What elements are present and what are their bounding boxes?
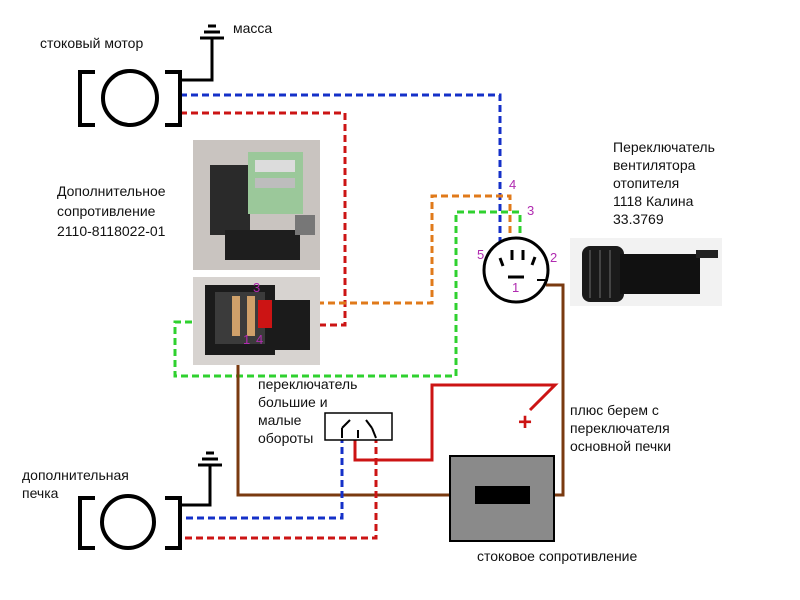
wire-orange (250, 194, 512, 305)
ground-icon (180, 24, 224, 82)
switch-photo (570, 238, 722, 306)
wire-blue-top (180, 93, 502, 262)
ground-icon (180, 451, 222, 507)
toggle-switch-icon (324, 412, 393, 441)
wire-red-top (180, 111, 347, 327)
switch-pin-4-label: 4 (509, 177, 516, 192)
resistor-pin-4-label: 4 (256, 332, 263, 347)
stock-resistor-label: стоковое сопротивление (477, 548, 637, 564)
ground-label: масса (233, 20, 272, 36)
stock-motor-label: стоковый мотор (40, 35, 143, 51)
wire-blue-bottom (180, 425, 344, 520)
switch-pin-1-label: 1 (512, 280, 519, 295)
switch-connector-icon (482, 236, 550, 304)
wire-red-plus (353, 383, 559, 462)
plus-sign: + (518, 409, 532, 436)
plus-note-label: плюс берем с переключателя основной печк… (570, 402, 674, 454)
switch-pin-2-label: 2 (550, 250, 557, 265)
switch-pin-5-label: 5 (477, 247, 484, 262)
wire-green (173, 210, 522, 378)
resistor-pin-1-label: 1 (243, 332, 250, 347)
wire-brown-left (236, 310, 475, 497)
motor-icon (78, 494, 182, 550)
resistor-block-icon (449, 455, 555, 542)
resistor-connector-photo (193, 277, 320, 365)
wire-red-bottom (180, 425, 378, 540)
speed-switch-label: переключатель большие и малые обороты (258, 376, 361, 446)
extra-heater-label: дополнительная печка (22, 467, 133, 501)
motor-icon (78, 69, 182, 127)
fan-switch-label: Переключатель вентилятора отопителя 1118… (613, 139, 719, 227)
switch-pin-3-label: 3 (527, 203, 534, 218)
extra-resistor-label: Дополнительное сопротивление 2110-811802… (57, 183, 169, 239)
resistor-photo (193, 140, 320, 270)
resistor-pin-3-label: 3 (253, 280, 260, 295)
